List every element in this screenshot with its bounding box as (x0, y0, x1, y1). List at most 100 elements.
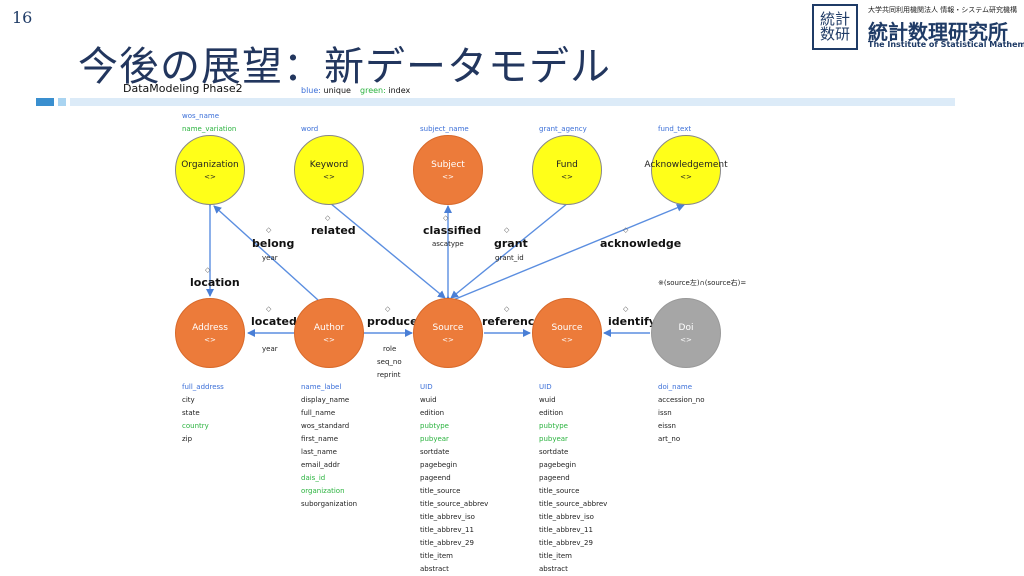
organization-index-field: name_variation (182, 125, 237, 133)
edge-related (329, 202, 446, 299)
legend-blue-value: unique (321, 86, 351, 95)
reference-diamond-icon: ◇ (504, 305, 510, 313)
slide-title: 今後の展望：新データモデル (78, 44, 611, 90)
doi-attribute-accession-no: accession_no (658, 396, 705, 404)
ism-logo-mark: 統計 数研 (812, 4, 858, 50)
node-author-name: Author (313, 322, 345, 333)
source-ref-attribute-title-abbrev-29: title_abbrev_29 (539, 539, 593, 547)
relation-location: location (190, 276, 240, 289)
node-address[interactable]: Address<> (175, 298, 245, 368)
node-doi-name: Doi (678, 322, 694, 333)
source-main-attribute-title-abbrev-11: title_abbrev_11 (420, 526, 474, 534)
node-author[interactable]: Author<> (294, 298, 364, 368)
node-acknowledgement[interactable]: Acknowledgement <> (644, 135, 728, 205)
author-attribute-last-name: last_name (301, 448, 337, 456)
doi-attribute-issn: issn (658, 409, 672, 417)
source-main-attribute-pagebegin: pagebegin (420, 461, 458, 469)
source-ref-attribute-pubtype: pubtype (539, 422, 568, 430)
node-fund-name: Fund (556, 159, 578, 170)
node-organization[interactable]: Organization<> (175, 135, 245, 205)
source-ref-attribute-sortdate: sortdate (539, 448, 569, 456)
address-attribute-full-address: full_address (182, 383, 224, 391)
node-source-ref-tag: <> (561, 335, 573, 344)
address-attribute-state: state (182, 409, 200, 417)
node-acknowledgement-name: Acknowledgement (644, 159, 728, 170)
source-main-attribute-sortdate: sortdate (420, 448, 450, 456)
location-diamond-icon: ◇ (205, 266, 211, 274)
acknowledge-diamond-icon: ◇ (623, 226, 629, 234)
source-ref-attribute-title-abbrev-11: title_abbrev_11 (539, 526, 593, 534)
source-main-attribute-abstract: abstract (420, 565, 449, 573)
node-subject[interactable]: Subject<> (413, 135, 483, 205)
node-source-main[interactable]: Source<> (413, 298, 483, 368)
node-fund[interactable]: Fund <> (532, 135, 602, 205)
classified-diamond-icon: ◇ (443, 214, 449, 222)
produce-diamond-icon: ◇ (385, 305, 391, 313)
page-number: 16 (12, 8, 33, 27)
node-address-name: Address (192, 322, 228, 333)
source-main-attribute-title-source-abbrev: title_source_abbrev (420, 500, 489, 508)
relation-belong-prop: year (262, 254, 278, 262)
node-source-ref[interactable]: Source<> (532, 298, 602, 368)
ism-logo-small-text: 大学共同利用機関法人 情報・システム研究機構 (868, 6, 1018, 14)
node-keyword-tag: <> (323, 172, 335, 181)
source-ref-attribute-pubyear: pubyear (539, 435, 568, 443)
relation-classified-prop: ascatype (432, 240, 464, 248)
legend-green-key: green: (360, 86, 386, 95)
source-ref-attribute-edition: edition (539, 409, 564, 417)
subject-unique-field: subject_name (420, 125, 469, 133)
address-attribute-zip: zip (182, 435, 193, 443)
node-doi[interactable]: Doi<> (651, 298, 721, 368)
source-main-attribute-pubyear: pubyear (420, 435, 449, 443)
doi-attribute-eissn: eissn (658, 422, 676, 430)
edge-acknowledge (452, 203, 685, 301)
ism-logo-main-text: 統計数理研究所 (868, 20, 1008, 44)
keyword-unique-field: word (301, 125, 319, 133)
relation-produce-prop-reprint: reprint (377, 371, 401, 379)
accent-bar-light (58, 98, 66, 106)
doi-attribute-art-no: art_no (658, 435, 681, 443)
intersection-note: ※(source左)∩(source右)= (658, 279, 747, 287)
author-attribute-name-label: name_label (301, 383, 342, 391)
identify-diamond-icon: ◇ (623, 305, 629, 313)
node-keyword[interactable]: Keyword <> (294, 135, 364, 205)
doi-attribute-doi-name: doi_name (658, 383, 693, 391)
source-ref-attribute-title-abbrev-iso: title_abbrev_iso (539, 513, 594, 521)
source-ref-attribute-title-item: title_item (539, 552, 573, 560)
source-ref-attribute-uid: UID (539, 383, 552, 391)
node-organization-name: Organization (181, 159, 239, 170)
source-main-attribute-edition: edition (420, 409, 445, 417)
source-main-attribute-title-item: title_item (420, 552, 454, 560)
ism-logo-english-text: The Institute of Statistical Mathematics (868, 40, 1024, 49)
legend-green: green: index (360, 86, 410, 95)
node-fund-tag: <> (561, 172, 573, 181)
author-attribute-suborganization: suborganization (301, 500, 358, 508)
fund-unique-field: grant_agency (539, 125, 587, 133)
relation-produce: produce (367, 315, 418, 328)
source-ref-attribute-title-source: title_source (539, 487, 580, 495)
node-keyword-name: Keyword (309, 159, 349, 170)
source-main-attribute-title-abbrev-29: title_abbrev_29 (420, 539, 474, 547)
address-attribute-country: country (182, 422, 209, 430)
source-main-attribute-pageend: pageend (420, 474, 451, 482)
node-source-main-tag: <> (442, 335, 454, 344)
author-attribute-wos-standard: wos_standard (301, 422, 350, 430)
related-diamond-icon: ◇ (325, 214, 331, 222)
node-acknowledgement-tag: <> (680, 172, 692, 181)
relation-identify: identify (608, 315, 656, 328)
relation-grant-prop: grant_id (495, 254, 524, 262)
belong-diamond-icon: ◇ (266, 226, 272, 234)
source-ref-attribute-pagebegin: pagebegin (539, 461, 577, 469)
source-main-attribute-title-source: title_source (420, 487, 461, 495)
legend-blue: blue: unique (301, 86, 351, 95)
source-main-attribute-uid: UID (420, 383, 433, 391)
relation-classified: classified (423, 224, 482, 237)
grant-diamond-icon: ◇ (504, 226, 510, 234)
relation-reference: reference (482, 315, 542, 328)
edge-grant (450, 202, 569, 299)
accent-bar-dark (36, 98, 54, 106)
